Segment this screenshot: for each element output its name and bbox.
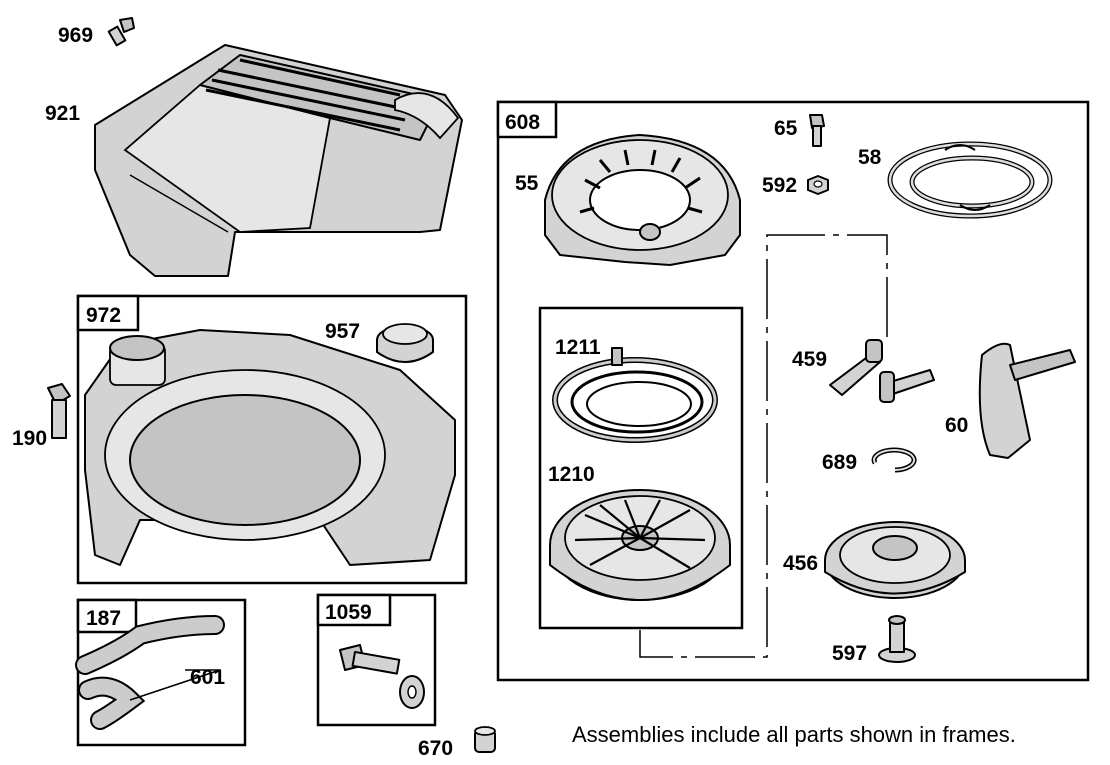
label-957: 957	[325, 320, 360, 343]
label-1059: 1059	[325, 601, 372, 624]
label-670: 670	[418, 737, 453, 760]
blower-cover-921	[94, 44, 463, 277]
pawl-459	[829, 339, 935, 403]
label-601: 601	[190, 666, 225, 689]
frame-spring-pulley	[538, 306, 744, 630]
bushing-670	[474, 726, 496, 753]
label-190: 190	[12, 427, 47, 450]
starter-housing-55	[544, 134, 741, 266]
screw-969	[107, 17, 135, 47]
rewind-spring-1211	[552, 347, 718, 443]
frame-972-tab	[76, 294, 140, 332]
label-459: 459	[792, 348, 827, 371]
label-58: 58	[858, 146, 882, 169]
fuel-line-601	[75, 615, 225, 730]
fuel-tank-972	[84, 329, 456, 566]
frame-1059-tab	[316, 593, 392, 627]
fuel-cap-957	[376, 323, 434, 363]
frame-187-tab	[76, 598, 138, 634]
assembly-leader	[639, 234, 888, 658]
label-608: 608	[505, 111, 540, 134]
label-1211: 1211	[555, 336, 601, 359]
label-55: 55	[515, 172, 539, 195]
starter-rope-58	[887, 141, 1053, 219]
pulley-1210	[549, 489, 731, 601]
cam-456	[824, 521, 966, 599]
retainer-ring-689	[871, 447, 917, 473]
bolt-1059	[339, 644, 425, 709]
label-65: 65	[774, 117, 798, 140]
starter-handle-60	[978, 342, 1076, 459]
label-1210: 1210	[548, 463, 595, 486]
label-597: 597	[832, 642, 867, 665]
label-592: 592	[762, 174, 797, 197]
label-456: 456	[783, 552, 818, 575]
frame-608-tab	[496, 100, 558, 139]
label-969: 969	[58, 24, 93, 47]
frame-608	[496, 100, 1090, 682]
label-60: 60	[945, 414, 968, 437]
bolt-190	[47, 383, 71, 439]
frame-972	[76, 294, 468, 585]
frame-187	[76, 598, 247, 747]
label-972: 972	[86, 304, 121, 327]
label-187: 187	[86, 607, 121, 630]
screw-597	[878, 615, 916, 663]
label-921: 921	[45, 102, 80, 125]
nut-592	[807, 175, 829, 195]
screw-65	[809, 114, 825, 147]
label-689: 689	[822, 451, 857, 474]
assemblies-note: Assemblies include all parts shown in fr…	[572, 722, 1016, 747]
